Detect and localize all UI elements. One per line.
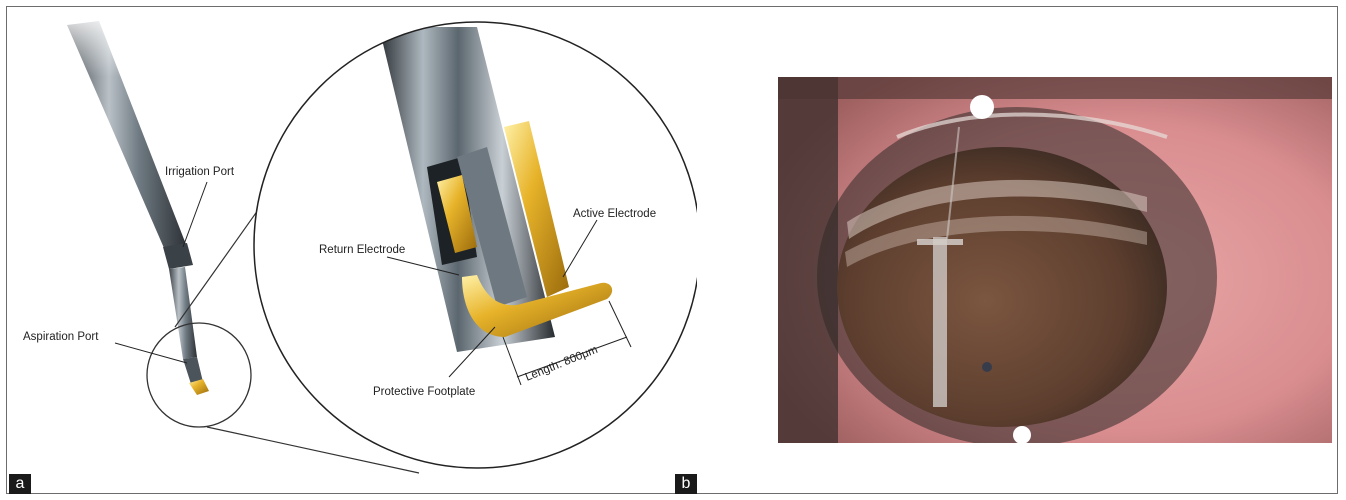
return-electrode-label: Return Electrode <box>319 244 405 256</box>
panel-a-illustration: Length: 800μm Irrigation Port Aspiration… <box>7 7 697 493</box>
figure-frame: Length: 800μm Irrigation Port Aspiration… <box>6 6 1338 494</box>
protective-footplate-label: Protective Footplate <box>373 386 475 398</box>
highlight-top <box>970 95 994 119</box>
eye-photo <box>697 7 1337 493</box>
photo-content <box>778 77 1332 447</box>
instrument-in-eye <box>933 237 947 407</box>
highlight-bottom <box>1013 426 1031 444</box>
panel-label-a: a <box>9 474 31 494</box>
irrigation-port-label: Irrigation Port <box>165 166 235 178</box>
aspiration-port-label: Aspiration Port <box>23 331 99 343</box>
irrigation-leader <box>183 182 207 247</box>
panel-label-b: b <box>675 474 697 494</box>
instrument-diagram: Length: 800μm Irrigation Port Aspiration… <box>7 7 697 493</box>
panel-b-photo <box>697 7 1337 493</box>
aspiration-leader <box>115 343 187 363</box>
active-electrode-label: Active Electrode <box>573 208 656 220</box>
